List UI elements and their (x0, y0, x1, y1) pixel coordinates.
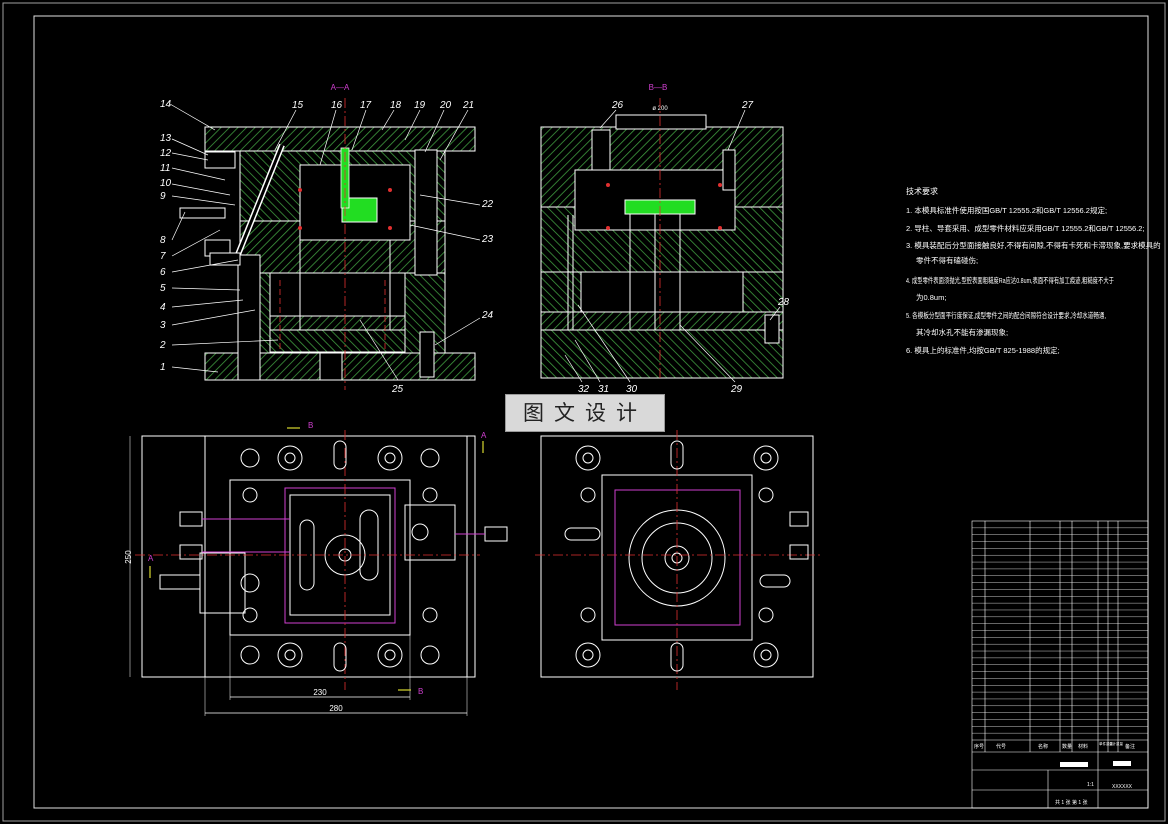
view-marker-a-left: A (148, 554, 154, 563)
part-no-21: 21 (462, 100, 474, 111)
guide-pin-right (414, 149, 438, 276)
part-no-13: 13 (160, 133, 172, 144)
screw-bottom (419, 331, 435, 378)
part-no-24: 24 (481, 310, 494, 321)
tech-req-2: 2. 导柱、导套采用、成型零件材料应采用GB/T 12555.2和GB/T 12… (906, 223, 1145, 233)
part-no-8: 8 (160, 235, 166, 246)
title-block-scale: 1:1 (1087, 782, 1094, 788)
parts-header: 序号 代号 名称 数量 材料 单件重量 总计重量 备注 1:1 共 1 张 第 … (974, 741, 1135, 806)
view-marker-b-top: B (308, 421, 313, 430)
dim-outer-width: 280 (329, 704, 343, 713)
part-no-19: 19 (414, 100, 426, 111)
tech-req-6: 6. 模具上的标准件,均按GB/T 825-1988的规定; (906, 345, 1060, 355)
part-no-18: 18 (390, 100, 402, 111)
technical-requirements: 技术要求 1. 本模具标准件使用按国GB/T 12555.2和GB/T 1255… (906, 186, 1161, 355)
front-part-numbers-left: 14 13 12 11 10 9 8 7 6 5 4 3 2 1 (159, 99, 172, 373)
part-no-27: 27 (741, 100, 754, 111)
part-no-25: 25 (391, 384, 404, 395)
part-no-9: 9 (160, 191, 166, 202)
plan-view-left: 230 280 250 B B A A (124, 421, 508, 716)
part-no-26: 26 (611, 100, 624, 111)
tech-req-3: 3. 模具装配后分型面接触良好,不得有间隙,不得有卡死和卡滞现象,要求模具的 (906, 240, 1161, 250)
header-qty: 数量 (1062, 743, 1072, 750)
part-no-12: 12 (160, 148, 172, 159)
header-code: 代号 (996, 743, 1006, 750)
tech-req-4: 4. 成型零件表面须抛光,型腔表面粗糙度Ra应达0.8um,表面不得有加工痕迹,… (906, 275, 1114, 285)
header-remarks: 备注 (1125, 743, 1135, 750)
tech-req-5: 5. 各模板分型面平行度保证,成型零件之间的配合间隙符合设计要求,冷却水道畅通, (906, 310, 1106, 320)
side-part-numbers: 26 27 28 32 31 30 29 (578, 100, 790, 395)
parts-list (971, 520, 1149, 809)
dim-height: 250 (124, 550, 133, 564)
side-bottom-plate (540, 329, 784, 379)
part-no-5: 5 (160, 283, 166, 294)
title-block-name-box (1060, 762, 1088, 767)
part-no-7: 7 (160, 251, 166, 262)
part-no-22: 22 (481, 199, 494, 210)
part-no-1: 1 (160, 362, 166, 373)
plan-view-right (535, 430, 820, 690)
part-no-31: 31 (598, 384, 609, 395)
view-marker-a-right: A (481, 431, 487, 440)
header-unit-weight: 单件重量 (1099, 741, 1114, 746)
side-leaders (564, 109, 781, 383)
guide-pin-left (237, 254, 261, 381)
part-no-29: 29 (730, 384, 743, 395)
dim-inner-width: 230 (313, 688, 327, 697)
part-no-10: 10 (160, 178, 172, 189)
part-no-28: 28 (777, 297, 790, 308)
dim-side-top: ø 200 (652, 106, 668, 112)
front-leaders-left (169, 103, 279, 373)
bottom-opening (319, 352, 343, 381)
part-no-20: 20 (439, 100, 452, 111)
tech-req-5b: 其冷却水孔不能有渗漏现象; (916, 327, 1008, 337)
side-cylinder-1 (179, 207, 226, 219)
title-block-sheet-info: 共 1 张 第 1 张 (1055, 799, 1088, 806)
part-no-6: 6 (160, 267, 166, 278)
part-no-3: 3 (160, 320, 166, 331)
top-clamp-plate (204, 126, 476, 152)
part-no-30: 30 (626, 384, 638, 395)
part-no-16: 16 (331, 100, 343, 111)
front-section-view: A—A (179, 83, 476, 390)
watermark-label: 图文设计 (505, 394, 665, 432)
part-no-17: 17 (360, 100, 372, 111)
title-block-code-box (1113, 761, 1131, 766)
front-part-numbers-top: 15 16 17 18 19 20 21 22 23 24 25 (292, 100, 494, 395)
inner-border (33, 15, 1149, 809)
part-no-2: 2 (159, 340, 166, 351)
view-marker-b-bottom: B (418, 687, 423, 696)
side-section-view: B—B ø 200 (540, 83, 784, 380)
part-profile (341, 197, 378, 223)
part-no-15: 15 (292, 100, 304, 111)
parts-list-rows (972, 527, 1148, 734)
header-name: 名称 (1038, 743, 1048, 750)
section-label-front: A—A (331, 83, 350, 92)
front-leaders-top (274, 109, 481, 381)
side-ejector-plate (540, 311, 784, 331)
part-no-4: 4 (160, 302, 166, 313)
part-no-14: 14 (160, 99, 172, 110)
header-material: 材料 (1078, 743, 1088, 750)
section-label-side: B—B (649, 83, 668, 92)
tech-req-title: 技术要求 (906, 186, 938, 196)
header-seq: 序号 (974, 743, 984, 750)
part-no-32: 32 (578, 384, 590, 395)
tech-req-3b: 零件不得有磕碰伤; (916, 255, 978, 265)
part-no-23: 23 (481, 234, 494, 245)
part-no-11: 11 (160, 163, 170, 174)
title-block-drawing-code: XXXXXX (1112, 784, 1133, 790)
tech-req-4b: 为0.8um; (916, 292, 946, 302)
header-total-weight: 总计重量 (1109, 741, 1124, 746)
ejector-plate (269, 329, 406, 353)
tech-req-1: 1. 本模具标准件使用按国GB/T 12555.2和GB/T 12556.2规定… (906, 205, 1107, 215)
